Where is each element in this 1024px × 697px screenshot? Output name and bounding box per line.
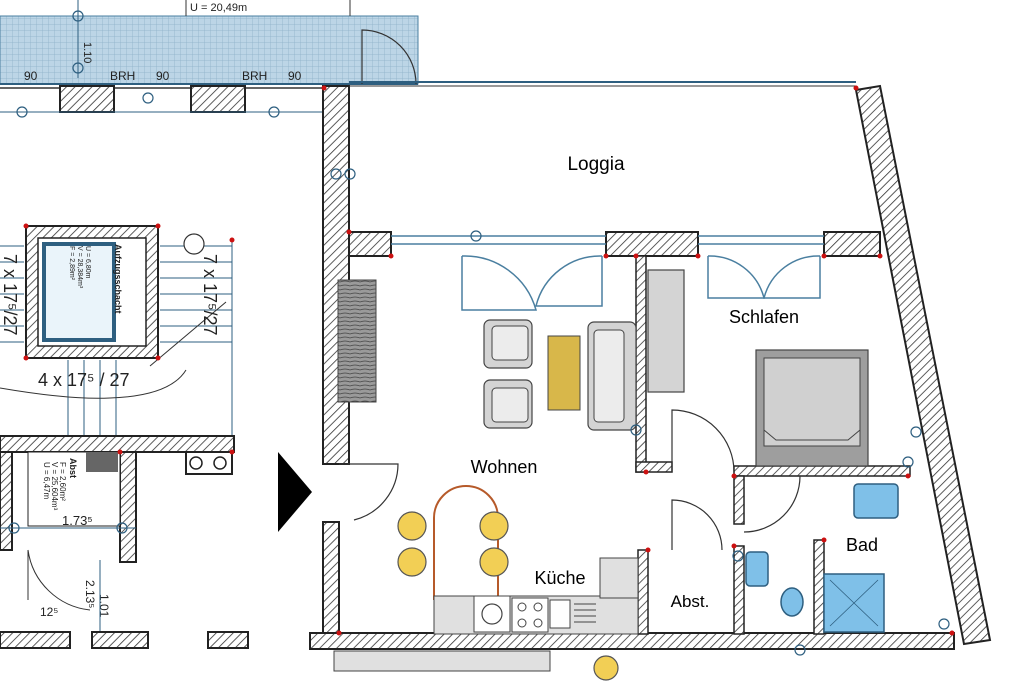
room-label-loggia: Loggia [567, 154, 624, 175]
wardrobe [647, 269, 685, 393]
balcony-depth: 1.10 [81, 42, 93, 63]
room-label-bad: Bad [846, 535, 878, 555]
stair-right-flight: 7 x 17⁵/27 [200, 254, 220, 336]
bathroom-fixtures [745, 483, 899, 633]
dining-bar [433, 485, 499, 600]
entrance-arrow-icon [278, 452, 312, 532]
abst-left-perimeter: U = 6,47m [42, 462, 51, 499]
stair-bottom-flight: 4 x 17⁵ / 27 [38, 370, 130, 390]
abst-left-dim-c: 12⁵ [40, 605, 58, 619]
stool [397, 547, 427, 577]
abst-left-dim-a: 2.13⁵ [83, 580, 97, 608]
left-storage: Abst F = 2,60m² V = 25,604m³ U = 6,47m 1… [0, 435, 249, 649]
balcony-val-1: 90 [24, 69, 38, 83]
elevator-cab [42, 242, 116, 342]
balcony-perimeter: U = 20,49m [190, 2, 247, 14]
sideboard [337, 279, 377, 403]
coffee-table [547, 335, 581, 411]
abst-left-label: Abst [68, 458, 78, 478]
balcony-val-2: 90 [156, 69, 170, 83]
elevator-area: F = 2,89m² [68, 246, 75, 281]
living-furniture [337, 279, 637, 431]
dimension-markers [330, 168, 950, 656]
washbasin [853, 483, 899, 519]
windows [391, 235, 824, 311]
balcony-wall [0, 85, 322, 118]
abst-left-area: F = 2,60m² [58, 462, 67, 501]
room-label-schlafen: Schlafen [729, 307, 799, 327]
balcony-brh-1: BRH [110, 69, 135, 83]
abst-left-dim-b: 1.01 [97, 594, 111, 618]
corner-markers [23, 85, 955, 636]
toilet [780, 587, 804, 617]
elevator-label: Aufzugsschacht [113, 244, 123, 314]
small-basin [745, 551, 769, 587]
cooktop [511, 597, 549, 633]
abst-left-volume: V = 25,604m³ [50, 462, 59, 511]
balcony-val-3: 90 [288, 69, 302, 83]
bedroom-furniture [647, 269, 869, 467]
kitchen-furniture [397, 485, 639, 635]
balcony-brh-2: BRH [242, 69, 267, 83]
room-label-abst: Abst. [671, 592, 710, 611]
bottom-strip [333, 650, 619, 681]
apartment-walls [309, 81, 992, 650]
elevator-volume: V = 28,384m³ [76, 246, 83, 289]
stool [479, 547, 509, 577]
stair-left-flight: 7 x 17⁵/27 [0, 254, 20, 336]
room-label-wohnen: Wohnen [471, 457, 538, 477]
stool [397, 511, 427, 541]
sink [473, 595, 511, 633]
abst-left-width: 1.73⁵ [62, 513, 93, 528]
stairwell: 7 x 17⁵/27 7 x 17⁵/27 4 x 17⁵ / 27 Aufzu… [0, 225, 233, 436]
doors [339, 409, 801, 551]
balcony: U = 20,49m 1.10 90 BRH 90 BRH 90 [0, 0, 419, 85]
elevator-perimeter: U = 6,80m [84, 246, 91, 279]
stool [479, 511, 509, 541]
room-label-kueche: Küche [534, 568, 585, 588]
